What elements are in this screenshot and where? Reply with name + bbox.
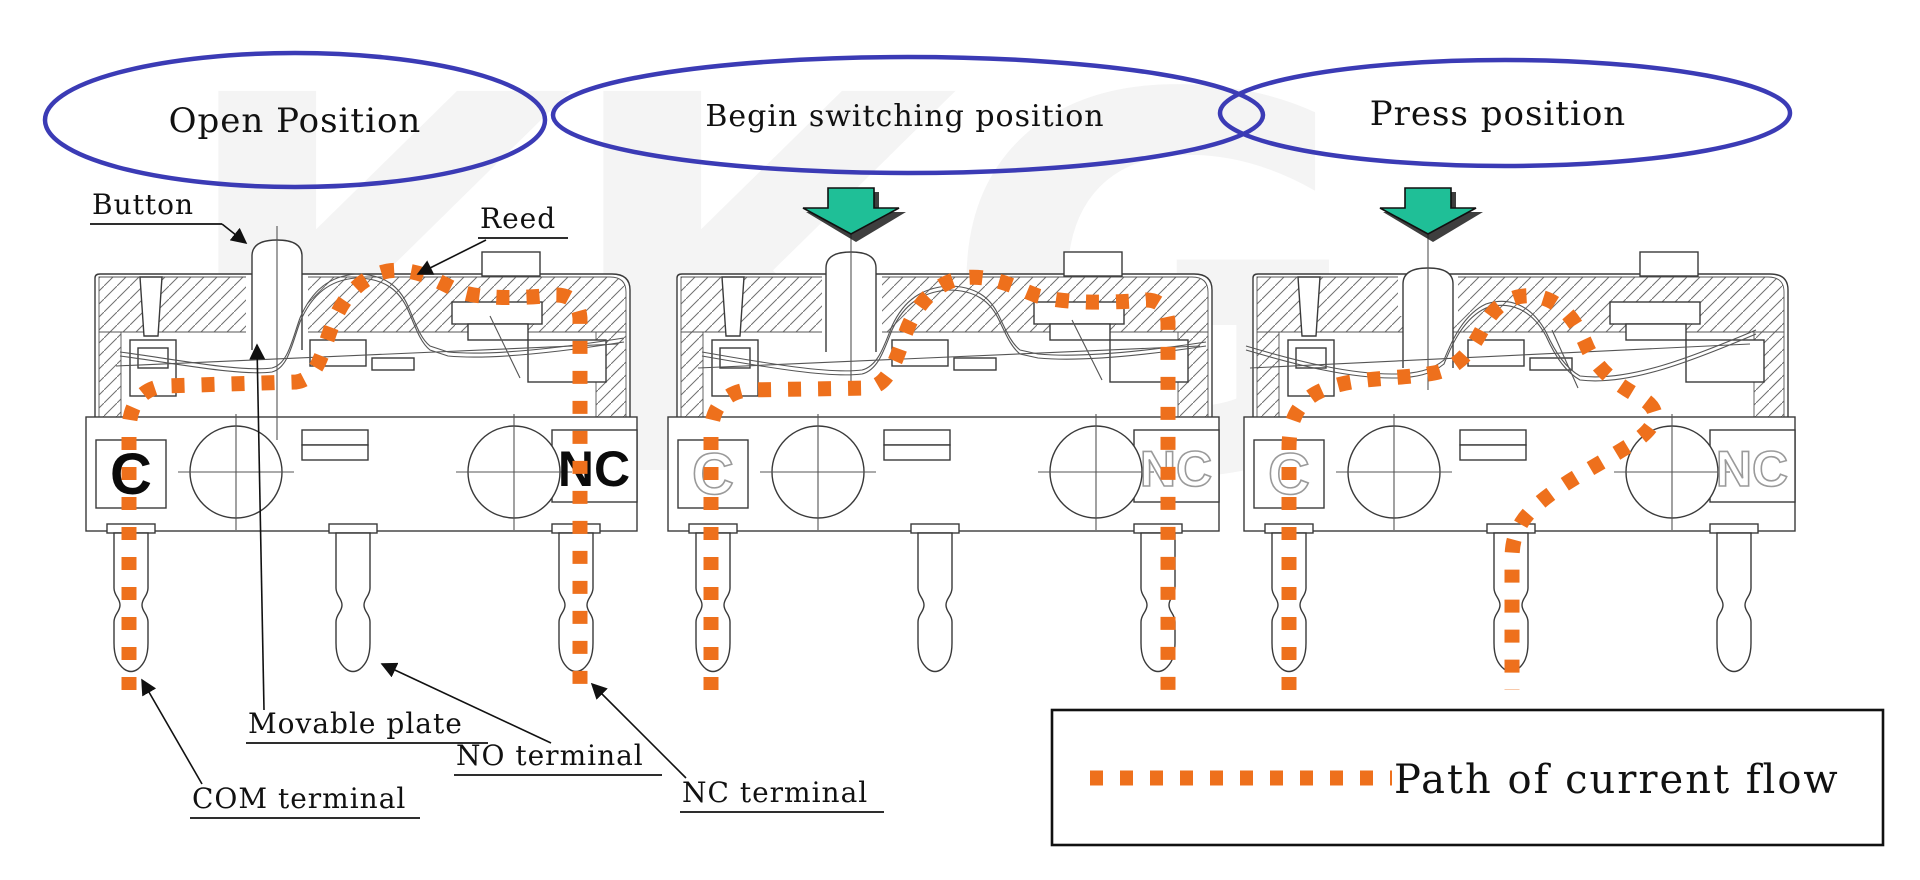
legend: Path of current flow (1050, 708, 1885, 847)
press-arrow-press (1379, 187, 1484, 243)
movable-plate-label: Movable plate (248, 707, 463, 740)
nc-terminal-annotation: NC terminal (590, 682, 884, 813)
switch3-nc-mark: NC (1716, 441, 1788, 497)
stage-label-press: Press position (1370, 94, 1626, 134)
current-path-open (121, 262, 588, 695)
current-path-begin (703, 269, 1176, 695)
reed-annotation: Reed (416, 202, 568, 275)
no-terminal-annotation: NO terminal (380, 662, 662, 776)
button-label: Button (92, 188, 194, 221)
switch-body-open (86, 252, 637, 672)
no-terminal-label: NO terminal (456, 739, 644, 772)
movable-plate-annotation: Movable plate (246, 343, 488, 744)
stage-ellipse-begin (550, 54, 1266, 176)
button-annotation: Button (90, 188, 248, 244)
stage-label-open: Open Position (169, 101, 422, 141)
stage-ellipse-open (42, 50, 548, 190)
com-terminal-annotation: COM terminal (141, 678, 420, 819)
legend-label: Path of current flow (1394, 757, 1840, 803)
stage-label-begin: Begin switching position (705, 99, 1104, 134)
stage-ellipse-press (1217, 57, 1793, 169)
switch2-nc-mark: NC (1140, 441, 1212, 497)
switch1-nc-mark: NC (558, 441, 630, 497)
switch2-button (822, 232, 882, 392)
switch3-button (1398, 232, 1458, 390)
switch1-button (246, 226, 308, 440)
switch-body-begin (668, 252, 1219, 672)
com-terminal-label: COM terminal (192, 782, 406, 815)
reed-label: Reed (480, 202, 556, 235)
nc-terminal-label: NC terminal (682, 776, 868, 809)
